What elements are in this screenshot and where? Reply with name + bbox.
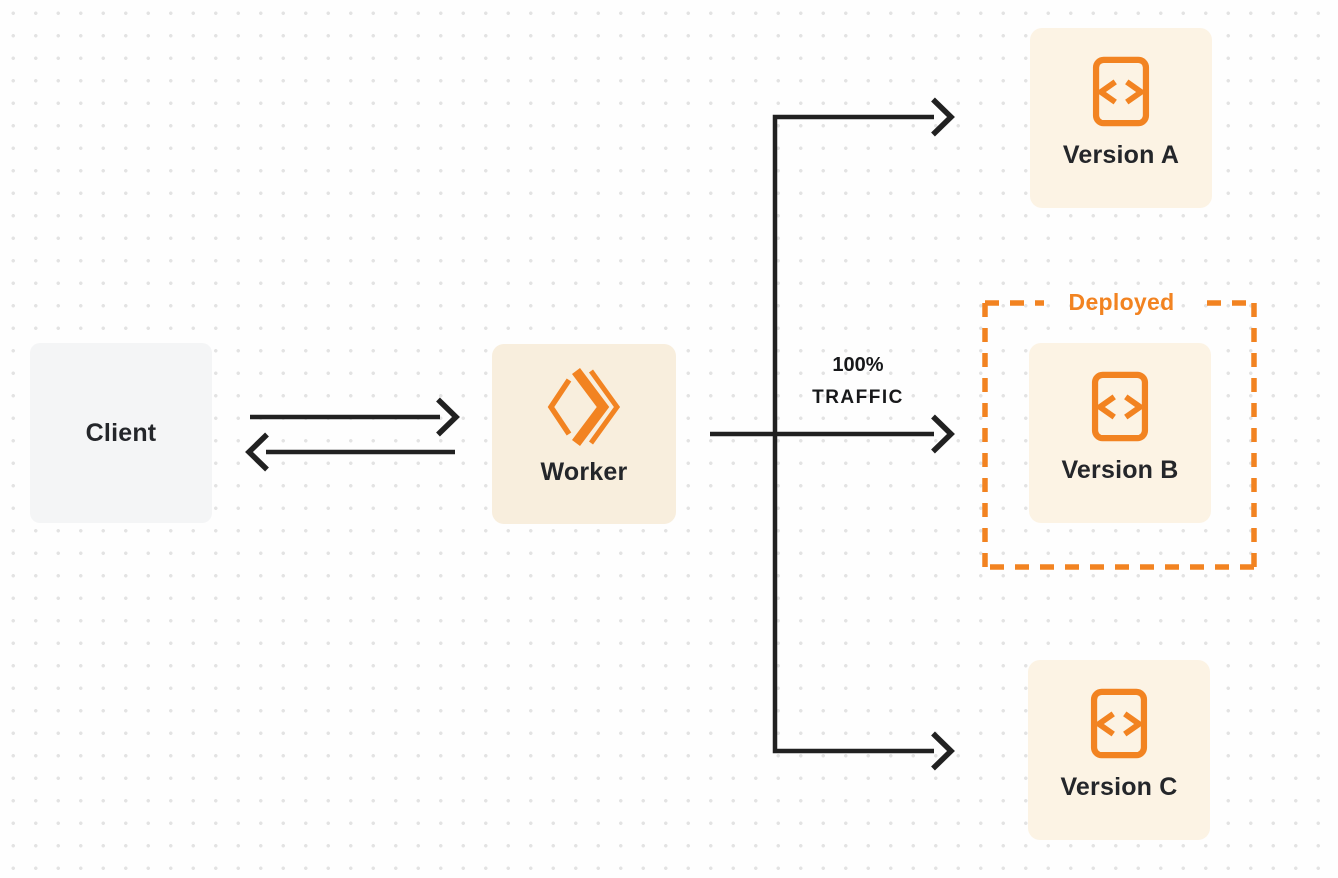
traffic-percent-text: 100% — [832, 354, 884, 376]
node-worker: Worker — [492, 344, 676, 524]
arrowhead-right-icon — [931, 97, 955, 137]
arrowhead-right-icon — [436, 397, 460, 437]
workers-logo-icon — [547, 368, 621, 446]
code-file-icon — [1092, 56, 1150, 127]
arrowhead-right-icon — [931, 731, 955, 771]
arrowhead-left-icon — [245, 432, 269, 472]
node-client: Client — [30, 343, 212, 523]
deployed-boundary — [982, 300, 1257, 570]
node-version-a: Version A — [1030, 28, 1212, 208]
code-file-icon — [1091, 371, 1149, 442]
code-file-icon — [1090, 688, 1148, 759]
arrow-edges — [245, 97, 955, 771]
node-version-c: Version C — [1028, 660, 1210, 840]
edge-branch-to-version-a-c — [772, 114, 934, 754]
node-version-b: Version B — [1029, 343, 1211, 523]
arrowhead-right-icon — [931, 414, 955, 454]
version-b-label: Version B — [1061, 456, 1179, 484]
traffic-annotation: 100% TRAFFIC — [780, 350, 936, 414]
worker-label: Worker — [540, 458, 628, 486]
version-c-label: Version C — [1060, 773, 1178, 801]
traffic-word-text: TRAFFIC — [812, 387, 904, 408]
deployed-badge: Deployed — [1068, 288, 1175, 315]
client-label: Client — [85, 418, 157, 447]
version-a-label: Version A — [1062, 141, 1180, 169]
